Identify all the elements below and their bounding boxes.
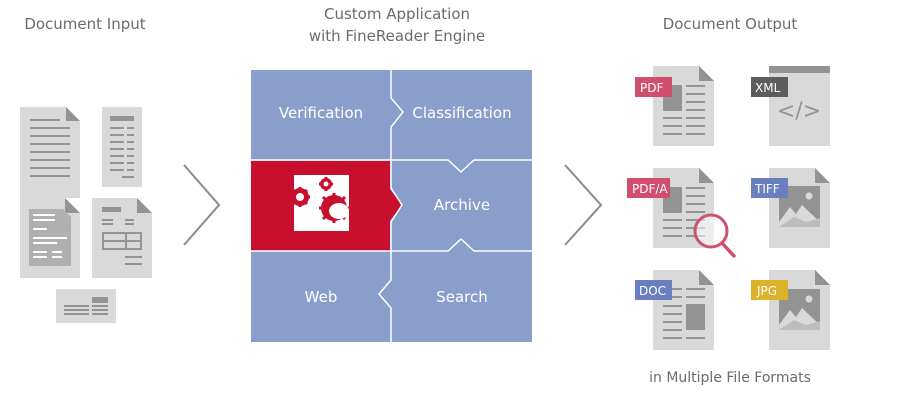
output-pdf-document: PDF [635, 66, 714, 146]
tile-archive: Archive [434, 196, 490, 214]
doc-badge-label: DOC [639, 284, 666, 298]
output-pdfa-document: PDF/A [627, 168, 736, 258]
input-document-receipt [102, 107, 142, 187]
input-document-business-card [56, 289, 116, 323]
custom-application-title: Custom Application with FineReader Engin… [262, 3, 532, 47]
application-tile-grid: Verification Classification Archive Web … [251, 70, 532, 342]
output-formats-caption: in Multiple File Formats [649, 370, 811, 386]
tile-web: Web [305, 288, 338, 306]
input-document-form [92, 198, 152, 278]
output-doc-document: DOC [635, 270, 714, 350]
gears-engine-icon [290, 175, 349, 231]
pdfa-badge [627, 178, 670, 198]
tiff-badge-label: TIFF [754, 182, 780, 196]
code-brackets-icon: </> [777, 99, 821, 124]
pdfa-badge-label: PDF/A [632, 182, 668, 196]
output-tiff-document: TIFF [751, 168, 830, 248]
jpg-badge [751, 280, 788, 300]
magnifier-search-icon [693, 213, 736, 258]
tile-classification: Classification [412, 104, 511, 122]
tile-verification: Verification [279, 104, 363, 122]
jpg-badge-label: JPG [756, 284, 777, 298]
chevron-right-icon [564, 164, 603, 246]
input-document-text-page [20, 107, 80, 198]
custom-application-title-line2: with FineReader Engine [308, 27, 486, 45]
pdf-badge-label: PDF [640, 81, 663, 95]
tile-search: Search [436, 288, 488, 306]
pdf-badge [635, 77, 672, 97]
input-document-scanned-page [20, 198, 80, 278]
output-jpg-document: JPG [751, 270, 830, 350]
chevron-right-icon [183, 164, 221, 246]
doc-badge [635, 280, 672, 300]
document-input-title: Document Input [24, 15, 146, 33]
custom-application-title-line1: Custom Application [323, 5, 471, 23]
output-xml-document: </> XML [751, 66, 830, 146]
tiff-badge [751, 178, 788, 198]
document-output-title: Document Output [662, 15, 798, 33]
xml-badge-label: XML [755, 81, 781, 95]
xml-badge [751, 77, 788, 97]
